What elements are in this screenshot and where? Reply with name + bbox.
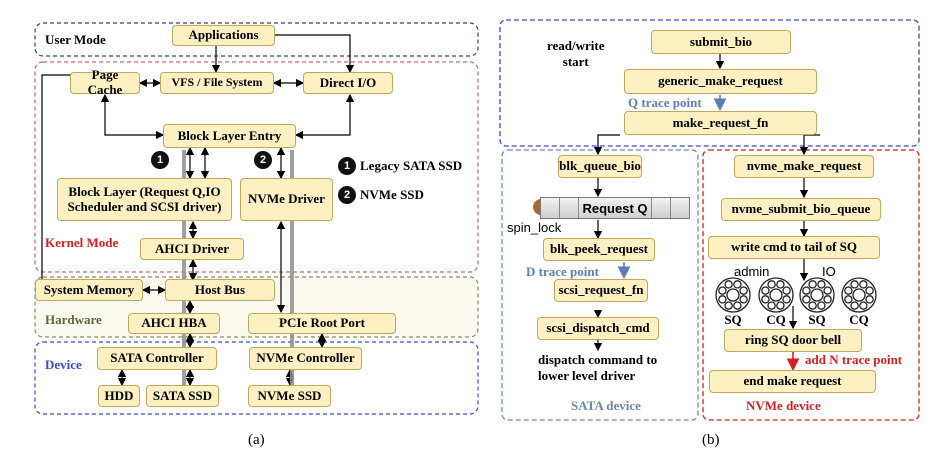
hardware-label: Hardware	[45, 312, 102, 327]
scsi-dispatch-cmd-box: scsi_dispatch_cmd	[537, 317, 659, 340]
caption-b: (b)	[702, 432, 720, 448]
nvme-ssd-box: NVMe SSD	[248, 385, 331, 407]
applications-box: Applications	[172, 25, 275, 46]
legend-badge-1-icon: 1	[338, 157, 356, 175]
d-trace-label: D trace point	[526, 264, 599, 279]
ring-buffer-icon	[715, 277, 751, 313]
blk-peek-request-box: blk_peek_request	[543, 238, 655, 261]
sata-controller-box: SATA Controller	[97, 347, 217, 370]
request-queue: Request Q	[540, 197, 690, 219]
nvme-submit-bio-queue-box: nvme_submit_bio_queue	[721, 198, 881, 221]
scsi-request-fn-box: scsi_request_fn	[554, 279, 648, 302]
legend-label-1: Legacy SATA SSD	[360, 158, 463, 173]
ahci-hba-box: AHCI HBA	[128, 313, 220, 334]
page-cache-box: Page Cache	[70, 67, 140, 97]
system-memory-box: System Memory	[35, 279, 143, 301]
blk-queue-bio-box: blk_queue_bio	[558, 155, 642, 178]
nvme-driver-box: NVMe Driver	[240, 178, 333, 221]
ring-sq-box: ring SQ door bell	[724, 329, 862, 352]
kernel-mode-region	[34, 61, 479, 273]
generic-make-request-box: generic_make_request	[624, 69, 817, 94]
legend-label-2: NVMe SSD	[360, 187, 424, 202]
block-layer-box: Block Layer (Request Q,IO Scheduler and …	[57, 178, 232, 221]
read-write-start-label: read/write start	[547, 38, 605, 70]
caption-a: (a)	[248, 432, 265, 448]
io-label: IO	[822, 264, 836, 279]
nvme-make-request-box: nvme_make_request	[734, 155, 874, 178]
request-q-label: Request Q	[579, 198, 652, 218]
nvme-device-label: NVMe device	[746, 398, 821, 413]
q-trace-label: Q trace point	[628, 95, 702, 110]
pcie-root-port-box: PCIe Root Port	[248, 313, 396, 334]
legend-badge-2-icon: 2	[338, 186, 356, 204]
block-layer-entry-box: Block Layer Entry	[163, 124, 296, 148]
sata-ssd-box: SATA SSD	[146, 385, 219, 407]
ring-buffer-icon	[799, 277, 835, 313]
nvme-controller-box: NVMe Controller	[249, 347, 362, 370]
device-label: Device	[45, 357, 82, 372]
user-mode-label: User Mode	[45, 32, 106, 47]
ring-buffer-icon	[758, 277, 794, 313]
submit-bio-box: submit_bio	[651, 30, 791, 54]
ahci-driver-box: AHCI Driver	[140, 238, 244, 260]
badge-1-icon: 1	[151, 151, 169, 169]
kernel-mode-label: Kernel Mode	[45, 235, 119, 250]
end-make-request-box: end make request	[709, 370, 876, 393]
write-cmd-box: write cmd to tail of SQ	[708, 236, 880, 259]
hdd-box: HDD	[98, 385, 140, 407]
admin-label: admin	[734, 264, 770, 279]
ring-label: CQ	[766, 312, 786, 327]
dispatch-text: dispatch command to lower level driver	[538, 352, 658, 384]
ring-buffer-icon	[841, 277, 877, 313]
ring-label: SQ	[724, 312, 742, 327]
vfs-box: VFS / File System	[160, 72, 274, 94]
sata-device-label: SATA device	[571, 398, 641, 413]
ring-label: CQ	[849, 312, 869, 327]
top-flow-region	[499, 19, 920, 147]
host-bus-box: Host Bus	[165, 279, 275, 301]
user-mode-region	[34, 22, 479, 57]
n-trace-label: add N trace point	[805, 352, 903, 367]
ring-label: SQ	[808, 312, 826, 327]
spin-lock-label: spin_lock	[507, 220, 562, 235]
badge-2-icon: 2	[254, 151, 272, 169]
make-request-fn-box: make_request_fn	[624, 111, 817, 135]
device-region	[34, 341, 479, 415]
direct-io-box: Direct I/O	[303, 72, 393, 94]
